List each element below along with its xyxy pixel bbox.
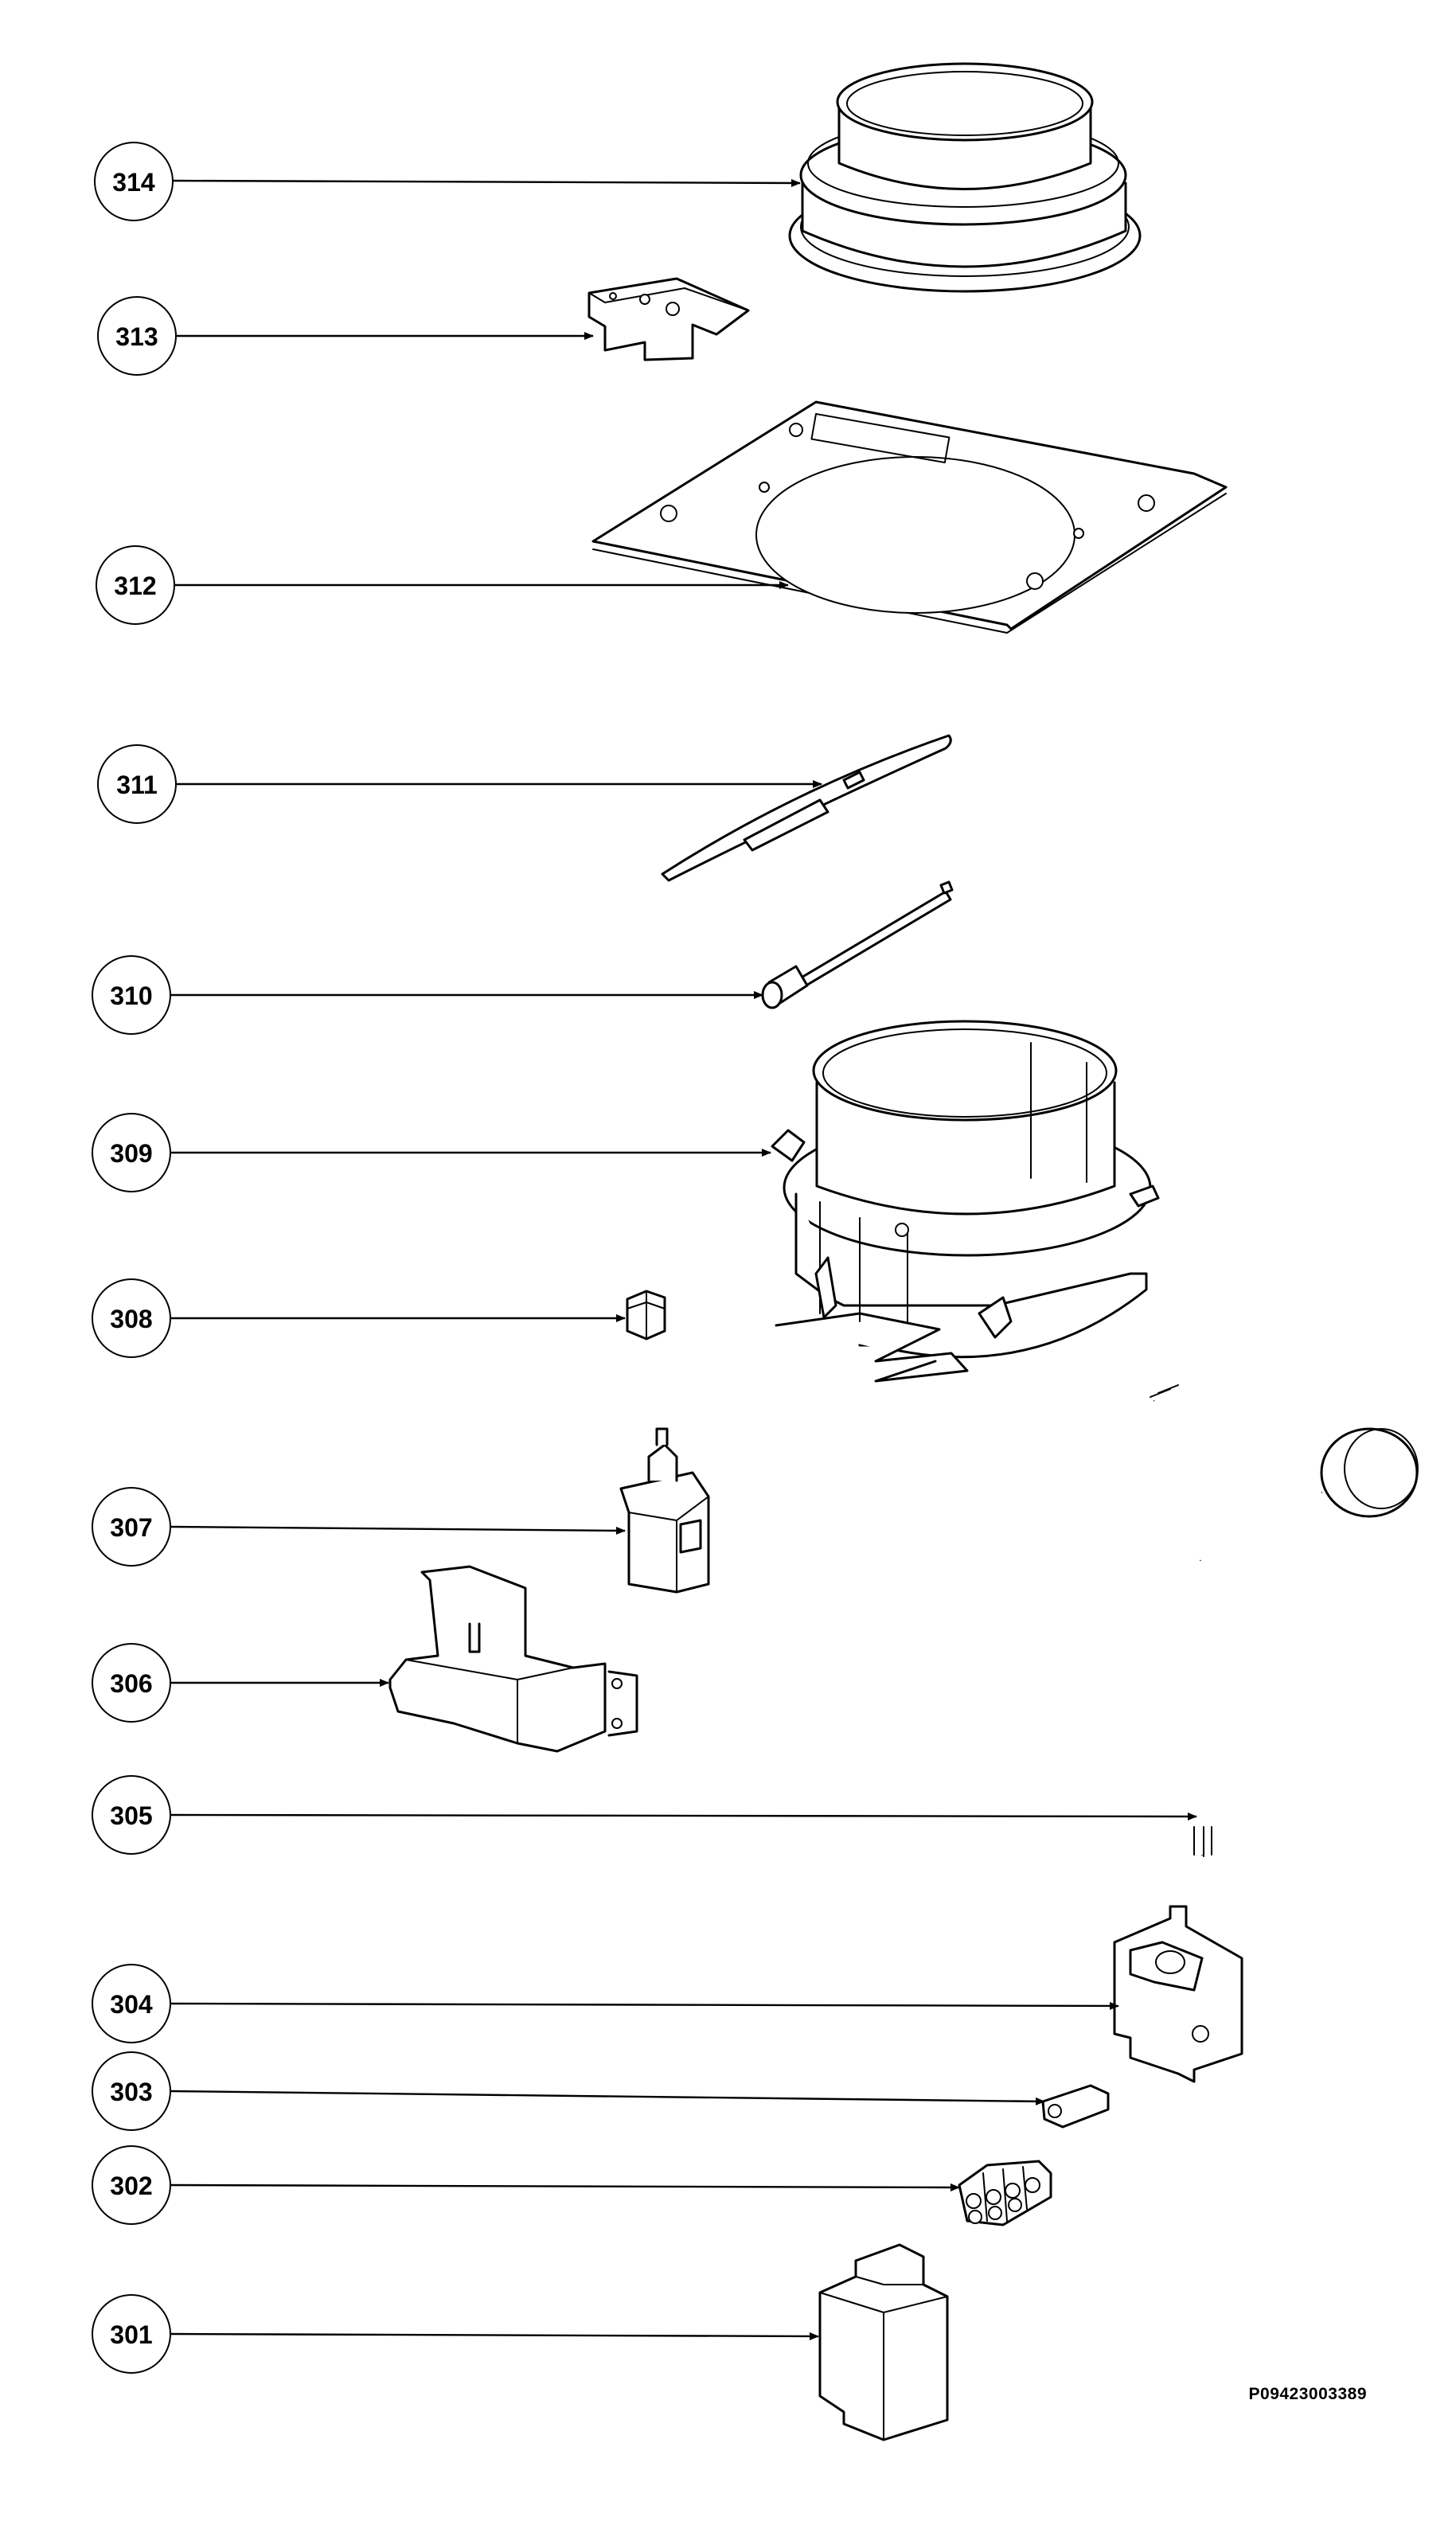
callout-304: 304 <box>92 1964 171 2043</box>
leader-307 <box>170 1525 626 1535</box>
callout-306: 306 <box>92 1643 171 1723</box>
svg-text:313: 313 <box>115 322 158 351</box>
part-303-grommet <box>1041 2084 1110 2129</box>
svg-text:307: 307 <box>110 1513 152 1542</box>
callout-313: 313 <box>97 296 177 376</box>
part-309-housing <box>771 1020 1160 1383</box>
callout-307: 307 <box>92 1487 171 1567</box>
svg-text:311: 311 <box>116 771 158 799</box>
svg-text:308: 308 <box>110 1305 152 1333</box>
part-302-terminal-block <box>958 2160 1052 2226</box>
leader-314 <box>173 178 801 187</box>
callout-309: 309 <box>92 1113 171 1192</box>
callout-312: 312 <box>96 545 175 625</box>
svg-text:306: 306 <box>110 1669 152 1698</box>
part-304-switch-bracket <box>1113 1905 1243 2083</box>
callout-305: 305 <box>92 1775 171 1855</box>
svg-text:312: 312 <box>114 572 156 600</box>
part-305-lamp-cable <box>1150 1384 1419 1857</box>
part-310-shaft-pin <box>761 880 954 1009</box>
svg-text:304: 304 <box>110 1990 153 2019</box>
callout-311: 311 <box>97 744 177 824</box>
callout-310: 310 <box>92 955 171 1035</box>
leader-305 <box>170 1812 1197 1821</box>
svg-text:314: 314 <box>112 168 155 197</box>
part-301-capacitor-box <box>818 2243 949 2441</box>
callout-301: 301 <box>92 2294 171 2374</box>
leader-lines <box>170 178 1197 2340</box>
part-307-microswitch <box>619 1427 710 1594</box>
leader-304 <box>170 2001 1119 2010</box>
callout-303: 303 <box>92 2051 171 2131</box>
part-314-flange-collar <box>788 62 1142 293</box>
svg-text:301: 301 <box>110 2320 152 2349</box>
svg-text:310: 310 <box>110 981 152 1010</box>
part-312-mounting-plate <box>591 400 1228 634</box>
callout-308: 308 <box>92 1278 171 1358</box>
part-313-bracket <box>587 277 750 361</box>
callout-302: 302 <box>92 2145 171 2225</box>
document-id: P09423003389 <box>1248 2385 1367 2403</box>
svg-text:302: 302 <box>110 2172 152 2200</box>
leader-302 <box>170 2183 960 2191</box>
leader-301 <box>170 2332 819 2340</box>
part-308-clip <box>626 1290 666 1341</box>
part-311-damper-flap <box>661 734 952 882</box>
svg-text:309: 309 <box>110 1139 152 1168</box>
svg-text:305: 305 <box>110 1801 152 1830</box>
callout-314: 314 <box>94 142 174 221</box>
svg-text:303: 303 <box>110 2078 152 2106</box>
leader-303 <box>170 2090 1045 2105</box>
part-306-cable-cover <box>388 1565 638 1753</box>
